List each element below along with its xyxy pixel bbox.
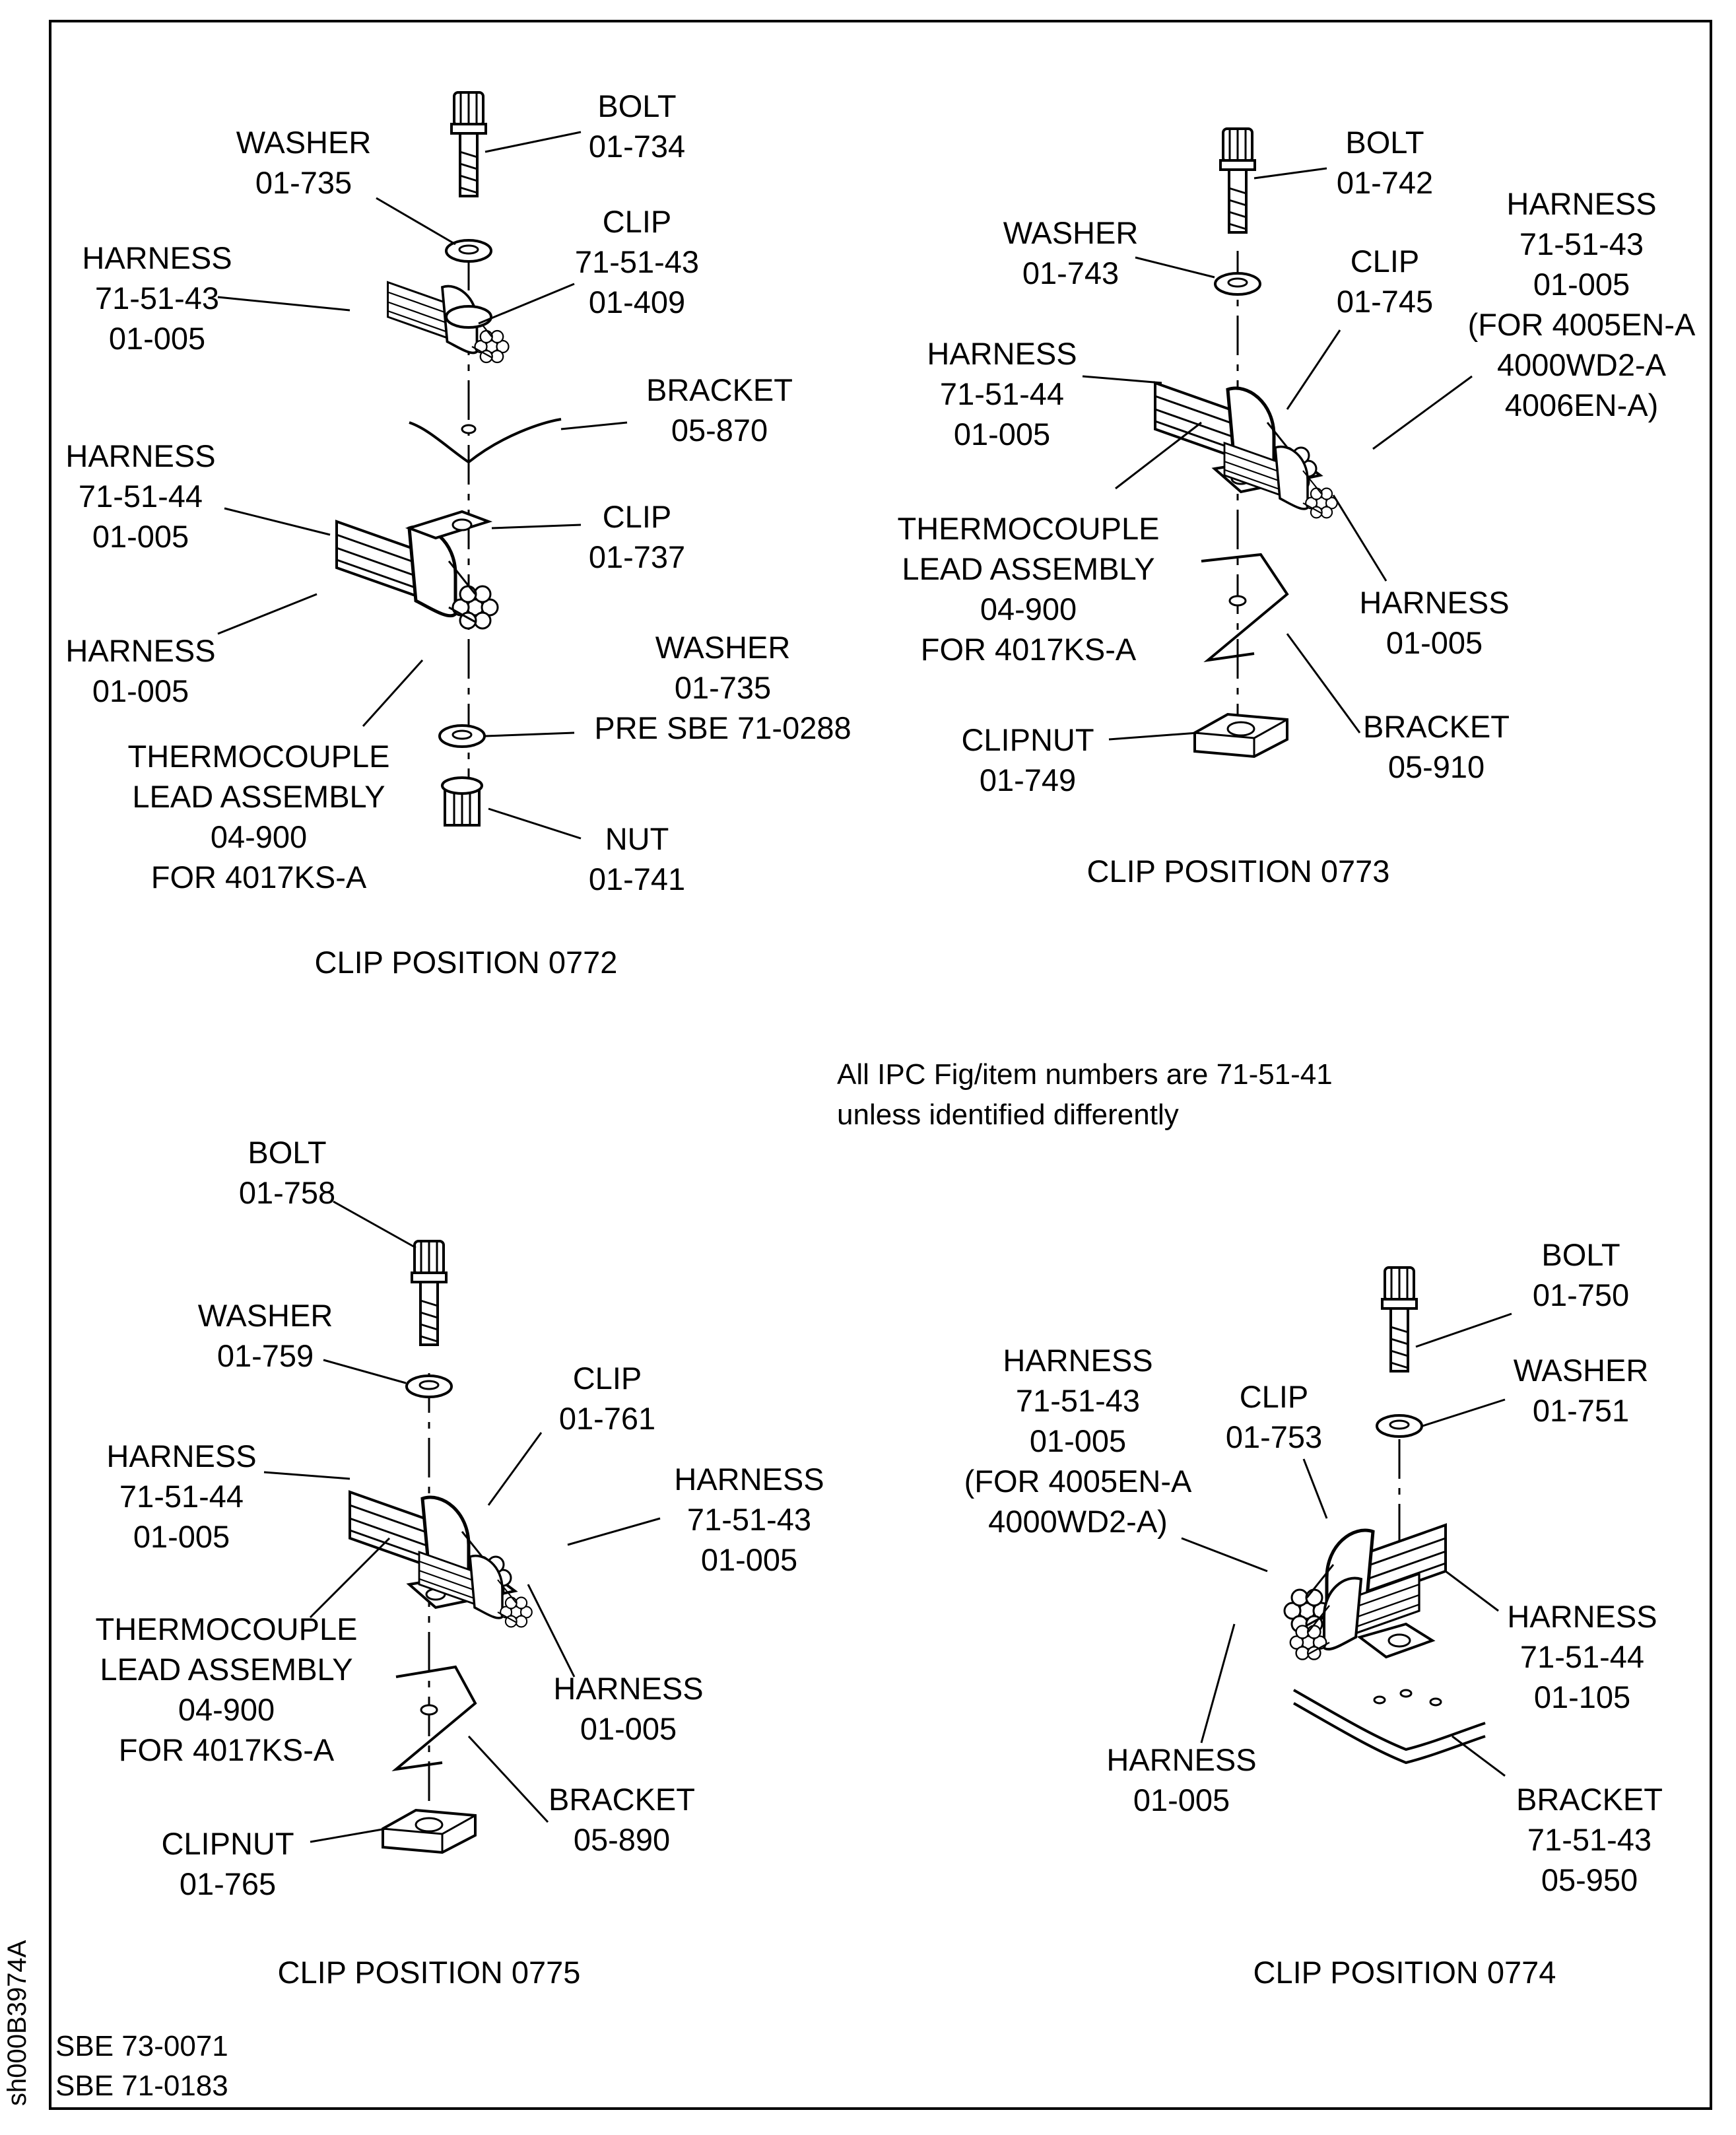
label-harness-a-0773: HARNESS 71-51-43 01-005 (FOR 4005EN-A 40… [1467, 186, 1696, 423]
view-0772 [217, 91, 628, 840]
title-position-0773: CLIP POSITION 0773 [1086, 854, 1390, 889]
view-0774 [1181, 1266, 1512, 1777]
label-bracket-0772: BRACKET 05-870 [646, 372, 793, 448]
label-clipnut-0775: CLIPNUT 01-765 [161, 1826, 294, 1901]
label-harness-b-0772: HARNESS 71-51-44 01-005 [65, 438, 216, 554]
label-clip-0772: CLIP 01-737 [588, 499, 686, 574]
label-washer-0775: WASHER 01-759 [197, 1298, 333, 1373]
label-harness-a-0774: HARNESS 71-51-43 01-005 (FOR 4005EN-A 40… [964, 1343, 1192, 1539]
label-harness-c-0773: HARNESS 01-005 [1359, 585, 1510, 660]
label-harness-a-0775: HARNESS 71-51-44 01-005 [106, 1439, 257, 1554]
label-bracket-0773: BRACKET 05-910 [1363, 709, 1510, 784]
label-thermocouple-0773: THERMOCOUPLE LEAD ASSEMBLY 04-900 FOR 40… [897, 511, 1160, 667]
label-clipnut-0773: CLIPNUT 01-749 [961, 722, 1094, 797]
title-position-0772: CLIP POSITION 0772 [314, 945, 618, 980]
label-bolt-0774: BOLT 01-750 [1532, 1237, 1630, 1312]
label-nut-0772: NUT 01-741 [588, 821, 686, 897]
label-harness-a-0772: HARNESS 71-51-43 01-005 [82, 240, 232, 356]
title-position-0775: CLIP POSITION 0775 [277, 1955, 581, 1990]
label-bolt-0772: BOLT 01-734 [588, 88, 686, 164]
label-harness-b-0773: HARNESS 71-51-44 01-005 [927, 336, 1077, 452]
label-bracket-0775: BRACKET 05-890 [549, 1782, 695, 1857]
label-washer-bottom-0772: WASHER 01-735 PRE SBE 71-0288 [594, 630, 851, 745]
label-harness-c-0774: HARNESS 01-005 [1106, 1742, 1257, 1817]
title-position-0774: CLIP POSITION 0774 [1253, 1955, 1556, 1990]
label-harness-c-0772: HARNESS 01-005 [65, 633, 216, 708]
label-clip-small-0772: CLIP 71-51-43 01-409 [574, 204, 700, 320]
label-washer-0772: WASHER 01-735 [236, 125, 372, 200]
figure-id: sh000B3974A [3, 1940, 32, 2106]
label-clip-0774: CLIP 01-753 [1225, 1379, 1323, 1454]
view-0775 [263, 1200, 661, 1854]
sbe-references: SBE 73-0071 SBE 71-0183 [55, 2030, 228, 2102]
label-clip-0775: CLIP 01-761 [558, 1361, 656, 1436]
label-harness-b-0774: HARNESS 71-51-44 01-105 [1507, 1599, 1657, 1714]
label-thermocouple-0775: THERMOCOUPLE LEAD ASSEMBLY 04-900 FOR 40… [95, 1611, 358, 1767]
label-bracket-0774: BRACKET 71-51-43 05-950 [1516, 1782, 1663, 1897]
label-washer-0773: WASHER 01-743 [1003, 215, 1139, 290]
label-bolt-0773: BOLT 01-742 [1336, 125, 1434, 200]
label-washer-0774: WASHER 01-751 [1513, 1353, 1649, 1428]
label-thermocouple-0772: THERMOCOUPLE LEAD ASSEMBLY 04-900 FOR 40… [127, 739, 390, 895]
ipc-note: All IPC Fig/item numbers are 71-51-41 un… [837, 1058, 1333, 1131]
label-clip-0773: CLIP 01-745 [1336, 244, 1434, 319]
drawing-frame [49, 20, 1712, 2110]
label-bolt-0775: BOLT 01-758 [238, 1135, 336, 1210]
view-0773 [1082, 127, 1473, 758]
label-harness-b-0775: HARNESS 71-51-43 01-005 [674, 1462, 824, 1577]
label-harness-c-0775: HARNESS 01-005 [553, 1671, 704, 1746]
